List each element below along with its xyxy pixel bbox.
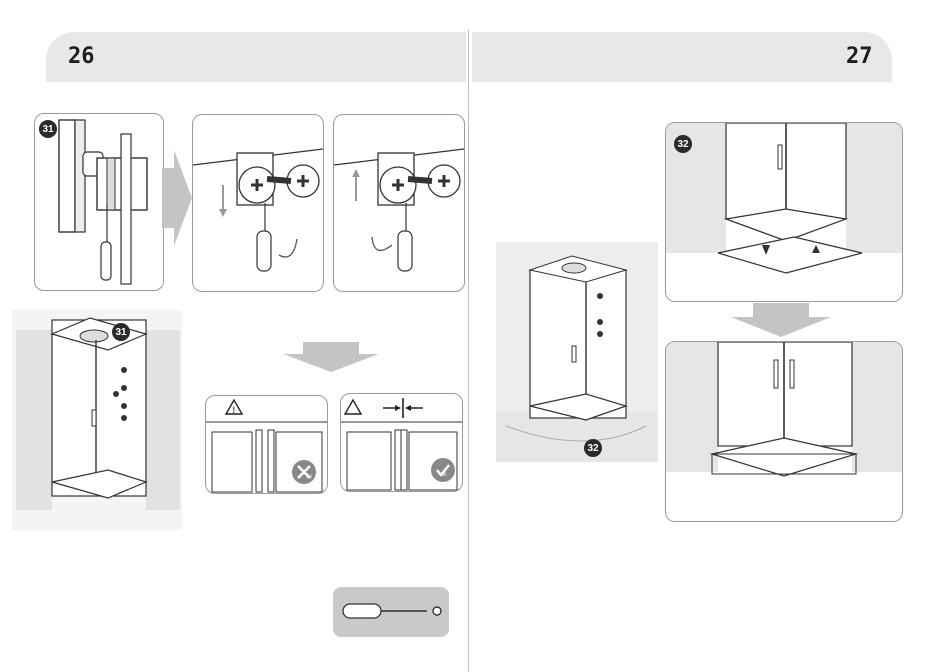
down-arrow-right [731,303,831,337]
shower-cabin-illustration-left [12,310,182,530]
page-header-band-right [472,32,892,82]
hinge-turn-up-panel [333,114,465,292]
svg-text:!: ! [232,406,236,416]
seal-correct-panel [340,393,463,492]
hinge-detail-panel: 31 [34,113,164,291]
ok-label: OK [441,472,447,477]
step-32-badge-panel: 32 [674,135,692,153]
tray-lift-illustration [666,123,902,301]
tray-placed-panel [665,341,903,522]
page-divider [468,30,469,672]
tray-lift-panel: 32 [665,122,903,302]
hinge-screwdriver-illustration [35,114,163,290]
step-32-badge-cabin: 32 [584,439,602,457]
screwdriver-icon [333,587,449,637]
page-header-band-left [46,32,466,82]
next-step-arrow [162,150,192,246]
page-number-left: 26 [68,44,95,69]
down-arrow-left [283,342,379,372]
step-31-badge: 31 [39,120,57,138]
page-number-right: 27 [846,44,873,69]
phillips-tip-icon [433,607,441,615]
hinge-turn-illustration [193,115,323,291]
no-label: NO [306,474,312,479]
seal-wrong-panel: ! [205,395,328,494]
hinge-turn-illustration-2 [334,115,464,291]
tray-placed-illustration [666,342,902,521]
step-31-badge-cabin: 31 [112,323,130,341]
required-tool-box [333,587,449,637]
shower-cabin-illustration-right [496,242,658,462]
hinge-turn-down-panel [192,114,324,292]
